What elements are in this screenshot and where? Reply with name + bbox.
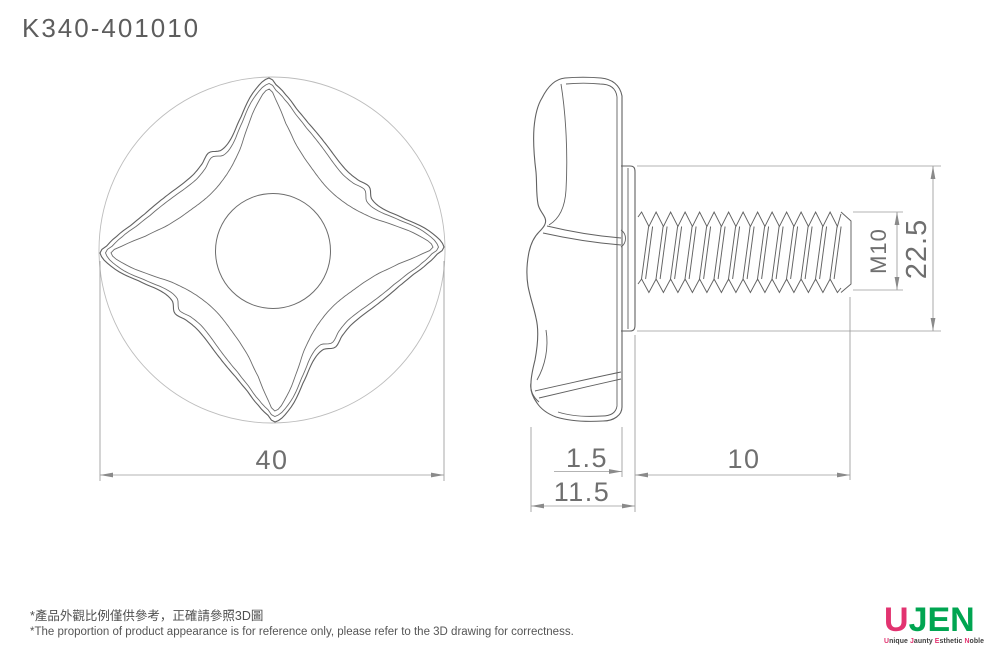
ujen-logo-tagline: Unique Jaunty Esthetic Noble	[884, 638, 984, 645]
tagline-word: U	[884, 638, 890, 645]
arrowhead	[100, 472, 113, 478]
tagline-word: N	[962, 638, 970, 645]
mid-lobe-lower-line2	[538, 378, 622, 399]
bottom-lobe-face-line	[536, 329, 548, 381]
side-view-knob	[526, 76, 852, 422]
mid-lobe-lower-line	[534, 371, 622, 392]
arrowhead	[622, 503, 635, 509]
knob-chamfer-contour	[104, 82, 440, 418]
tagline-word: oble	[969, 638, 985, 645]
dim-label-22-5: 22.5	[901, 219, 933, 279]
ujen-logo-wordmark: UJEN	[884, 603, 984, 637]
footnote-chinese: *產品外觀比例僅供參考，正確請參照3D圖	[30, 609, 264, 623]
dim-label-11-5: 11.5	[554, 477, 611, 507]
dim-label-40: 40	[255, 445, 288, 475]
knob-side-outline	[526, 76, 623, 422]
arrowhead	[930, 166, 936, 179]
arrowhead	[635, 472, 648, 478]
tagline-word: sthetic	[939, 638, 963, 645]
ujen-logo: UJEN Unique Jaunty Esthetic Noble	[884, 603, 984, 645]
threaded-stud	[637, 210, 842, 294]
knob-side-chamfer-line	[557, 82, 618, 417]
part-number-title: K340-401010	[22, 13, 201, 43]
arrowhead	[894, 212, 900, 225]
tagline-word: aunty	[913, 638, 933, 645]
arrowhead	[609, 469, 622, 474]
center-boss-circle	[215, 193, 331, 309]
dim-label-10: 10	[727, 444, 760, 474]
phantom-circle	[98, 76, 446, 424]
front-view-knob	[98, 76, 446, 424]
arrowhead	[531, 503, 544, 509]
mid-lobe-upper-line2	[542, 232, 622, 246]
face-fillet-arc	[620, 229, 626, 248]
dimension-arrowheads	[100, 166, 936, 509]
mid-lobe-upper-line	[546, 225, 622, 239]
tagline-word: J	[907, 638, 914, 645]
footnotes: *產品外觀比例僅供參考，正確請參照3D圖 *The proportion of …	[30, 608, 574, 640]
logo-letter: JEN	[908, 601, 975, 639]
dim-label-1-5: 1.5	[566, 443, 608, 473]
flange-outline	[621, 165, 636, 332]
top-lobe-face-line	[548, 83, 568, 226]
dim-label-m10: M10	[866, 228, 891, 274]
arrowhead	[894, 277, 900, 290]
arrowhead	[930, 318, 936, 331]
bottom-corner-arc	[530, 381, 540, 403]
knob-topface-contour	[110, 88, 434, 412]
tagline-word: nique	[889, 638, 908, 645]
thread-end-chamfer	[840, 211, 852, 293]
dimension-labels: 40 1.5 10 11.5 M10 22.5	[255, 219, 933, 507]
knob-outer-contour	[99, 77, 445, 423]
dimension-lines	[99, 165, 941, 512]
arrowhead	[431, 472, 444, 478]
logo-letter: U	[884, 601, 909, 639]
tagline-word: E	[932, 638, 940, 645]
arrowhead	[837, 472, 850, 478]
footnote-english: *The proportion of product appearance is…	[30, 626, 574, 638]
